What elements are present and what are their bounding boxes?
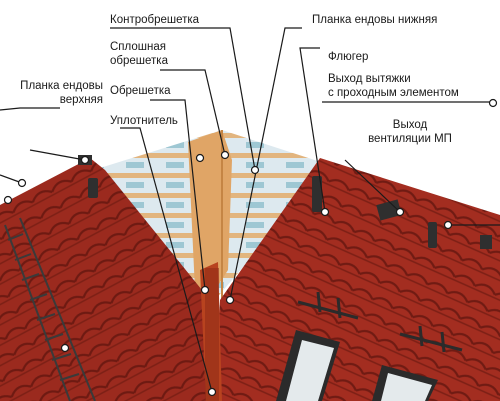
leader-dots (3, 98, 498, 397)
label-vyhod-vytyazhki-1: Выход вытяжки (328, 73, 411, 85)
label-sploshnaya-obreshetka-1: Сплошная (110, 41, 166, 53)
label-vyhod-vytyazhki-2: с проходным элементом (328, 87, 459, 99)
ventilation-outlet-icon-mp (428, 222, 437, 248)
label-uplotnitel: Уплотнитель (110, 115, 178, 127)
roof-window-icon (276, 330, 438, 401)
leader-lines (0, 27, 500, 393)
label-kontrobreshetka: Контробрешетка (110, 14, 200, 26)
ladder-icon (4, 217, 96, 401)
label-obreshetka: Обрешетка (110, 85, 171, 97)
label-fluger: Флюгер (328, 51, 369, 63)
label-vyhod-ventilyacii-1: Выход (392, 119, 428, 131)
exhaust-outlet-icon (312, 176, 322, 212)
label-vyhod-ventilyacii-2: вентиляции МП (368, 133, 452, 145)
snow-guard-icon (297, 291, 463, 353)
label-planka-endovy-verhnyaya-2: верхняя (59, 94, 103, 106)
label-planka-endovy-verhnyaya-1: Планка ендовы (20, 80, 103, 92)
label-sploshnaya-obreshetka-2: обрешетка (110, 55, 168, 67)
ventilation-outlet-icon (88, 178, 98, 198)
weather-vane-icon (376, 199, 402, 221)
left-roof-slope (0, 158, 215, 401)
label-planka-endovy-nizhnyaya: Планка ендовы нижняя (312, 14, 438, 26)
